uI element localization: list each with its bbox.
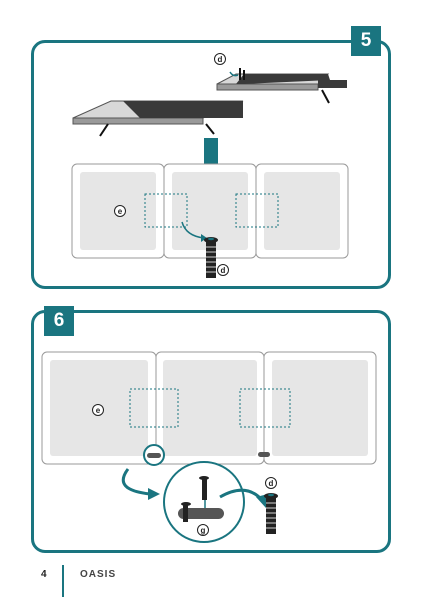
step5-part-e-circle (114, 205, 126, 217)
step6-part-e-circle (92, 404, 104, 416)
step5-part-e-label: e (118, 207, 123, 216)
step5-part-d-bottom-circle (217, 264, 229, 276)
zoom-source-circle (143, 444, 165, 466)
footer-divider (62, 565, 64, 597)
step6-part-g-circle (197, 524, 209, 536)
step5-part-d-top-circle (214, 53, 226, 65)
step5-right-slab (216, 68, 347, 104)
step-6-badge: 6 (44, 306, 74, 336)
step6-part-d-circle (265, 477, 277, 489)
step-6-frame (31, 310, 391, 553)
step6-bolt-icon (264, 493, 278, 534)
step5-bolt-icon (204, 237, 218, 278)
brand-name: OASIS (80, 569, 117, 580)
step6-part-g-label: g (201, 526, 206, 535)
step-5-badge: 5 (351, 26, 381, 56)
zoom-detail-circle (163, 461, 245, 543)
step5-left-slab (72, 100, 244, 137)
step6-part-e-label: e (96, 406, 101, 415)
step-5-frame (31, 40, 391, 289)
step5-panel-row (71, 163, 349, 259)
step6-panel-row (41, 351, 377, 465)
page-number: 4 (41, 569, 47, 580)
zoom-arrow-icon (121, 468, 151, 496)
step5-part-d-top-label: d (218, 55, 223, 64)
step6-part-d-label: d (269, 479, 274, 488)
step5-part-d-bottom-label: d (221, 266, 226, 275)
